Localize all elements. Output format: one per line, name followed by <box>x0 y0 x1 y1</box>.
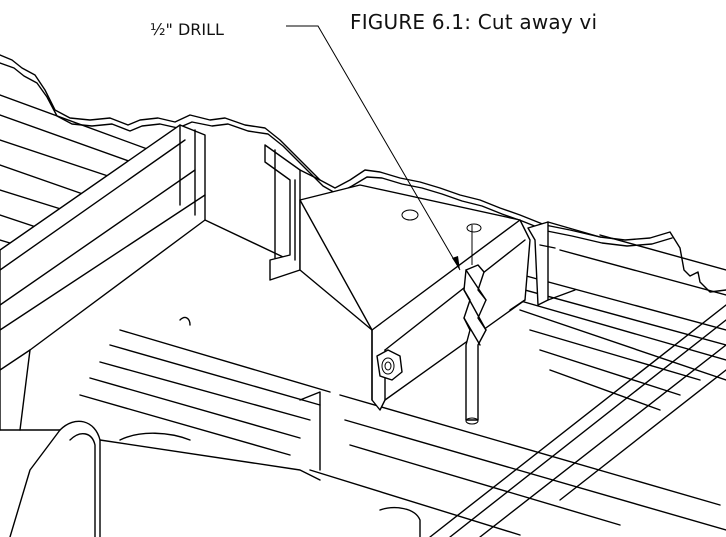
figure-title: FIGURE 6.1: Cut away vi <box>350 10 598 34</box>
bolt-nut <box>376 349 403 381</box>
drill-callout-label: ½" DRILL <box>150 20 224 39</box>
left-channel-beam <box>0 124 301 431</box>
floor-slats <box>0 94 726 536</box>
cross-member-plate <box>264 144 321 281</box>
callout-leader <box>286 25 461 271</box>
support-bracket <box>299 184 531 411</box>
lower-left-rods <box>0 316 421 537</box>
right-lower-beam <box>429 304 726 537</box>
drill-bit <box>463 225 487 425</box>
right-flange <box>527 221 601 306</box>
